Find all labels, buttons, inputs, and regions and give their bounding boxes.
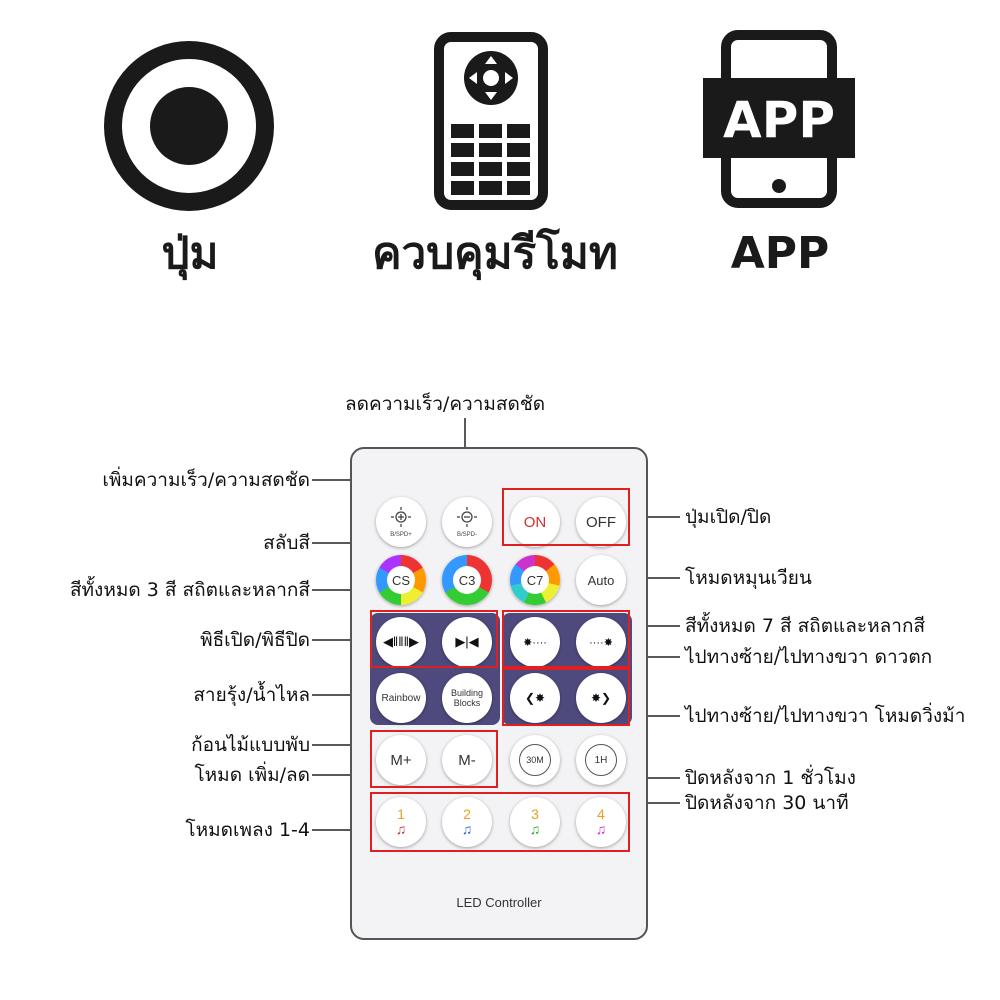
app-phone-icon xyxy=(703,30,855,208)
c3-button[interactable]: C3 xyxy=(442,555,492,605)
remote-label: ควบคุมรีโมท xyxy=(372,228,618,279)
rainbow-button[interactable]: Rainbow xyxy=(376,673,426,723)
label-meteor: ไปทางซ้าย/ไปทางขวา ดาวตก xyxy=(685,646,933,668)
music-3-button[interactable]: 3 ♫ xyxy=(510,797,560,847)
off-button[interactable]: OFF xyxy=(576,497,626,547)
meteor-left-icon: ✸···· xyxy=(523,636,547,649)
button-icon xyxy=(104,41,274,211)
music-4-button[interactable]: 4 ♫ xyxy=(576,797,626,847)
highlight-meteor xyxy=(502,610,630,668)
mode-minus-button[interactable]: M- xyxy=(442,735,492,785)
label-music: โหมดเพลง 1-4 xyxy=(185,819,310,841)
music-2-button[interactable]: 2 ♫ xyxy=(442,797,492,847)
on-button[interactable]: ON xyxy=(510,497,560,547)
sun-plus-icon xyxy=(391,507,411,527)
label-auto: โหมดหมุนเวียน xyxy=(685,567,812,589)
close-effect-button[interactable]: ▶|◀ xyxy=(442,617,492,667)
horse-right-button[interactable]: ✸❯ xyxy=(576,673,626,723)
highlight-open-close xyxy=(370,610,498,668)
label-open-close: พิธีเปิด/พิธีปิด xyxy=(200,629,310,651)
highlight-music xyxy=(370,792,630,852)
timer-1h-button[interactable]: 1H xyxy=(576,735,626,785)
label-speed-up: เพิ่มความเร็ว/ความสดชัด xyxy=(102,469,310,491)
music-note-icon: ♫ xyxy=(529,821,541,837)
sun-minus-icon xyxy=(457,507,477,527)
music-note-icon: ♫ xyxy=(595,821,607,837)
mode-plus-button[interactable]: M+ xyxy=(376,735,426,785)
meteor-right-button[interactable]: ····✸ xyxy=(576,617,626,667)
open-effect-button[interactable]: ◀‖‖‖▶ xyxy=(376,617,426,667)
meteor-left-button[interactable]: ✸···· xyxy=(510,617,560,667)
music-note-icon: ♫ xyxy=(395,821,407,837)
highlight-power xyxy=(502,488,630,546)
highlight-horse xyxy=(502,668,630,726)
label-c3: สีทั้งหมด 3 สี สถิตและหลากสี xyxy=(69,579,310,601)
label-timer-1h: ปิดหลังจาก 1 ชั่วโมง xyxy=(685,767,856,789)
expand-arrows-icon: ◀‖‖‖▶ xyxy=(382,634,420,649)
speed-up-button[interactable]: B/SPD+ xyxy=(376,497,426,547)
app-label: APP xyxy=(730,228,830,279)
label-mode: โหมด เพิ่ม/ลด xyxy=(194,764,310,786)
label-horse: ไปทางซ้าย/ไปทางขวา โหมดวิ่งม้า xyxy=(685,705,966,727)
meteor-right-icon: ····✸ xyxy=(589,636,613,649)
building-blocks-button[interactable]: Building Blocks xyxy=(442,673,492,723)
c7-button[interactable]: C7 xyxy=(510,555,560,605)
cs-button[interactable]: CS xyxy=(376,555,426,605)
remote-control-icon xyxy=(434,32,548,210)
highlight-mode xyxy=(370,730,498,788)
label-timer-30m: ปิดหลังจาก 30 นาที xyxy=(685,792,849,814)
label-speed-down: ลดความเร็ว/ความสดชัด xyxy=(345,393,546,415)
horse-right-icon: ✸❯ xyxy=(590,691,612,705)
horse-left-button[interactable]: ❮✸ xyxy=(510,673,560,723)
horse-left-icon: ❮✸ xyxy=(524,691,546,705)
speed-down-button[interactable]: B/SPD- xyxy=(442,497,492,547)
label-power: ปุ่มเปิด/ปิด xyxy=(685,506,772,528)
auto-button[interactable]: Auto xyxy=(576,555,626,605)
label-rainbow: สายรุ้ง/น้ำไหล xyxy=(193,684,310,706)
label-switch-color: สลับสี xyxy=(263,532,310,554)
collapse-arrows-icon: ▶|◀ xyxy=(455,634,479,649)
label-blocks: ก้อนไม้แบบพับ xyxy=(191,734,310,756)
remote-footer: LED Controller xyxy=(456,895,542,910)
music-note-icon: ♫ xyxy=(461,821,473,837)
button-label: ปุ่ม xyxy=(161,228,219,279)
app-screen-text: APP xyxy=(723,91,835,149)
music-1-button[interactable]: 1 ♫ xyxy=(376,797,426,847)
timer-30m-button[interactable]: 30M xyxy=(510,735,560,785)
label-c7: สีทั้งหมด 7 สี สถิตและหลากสี xyxy=(685,615,926,637)
